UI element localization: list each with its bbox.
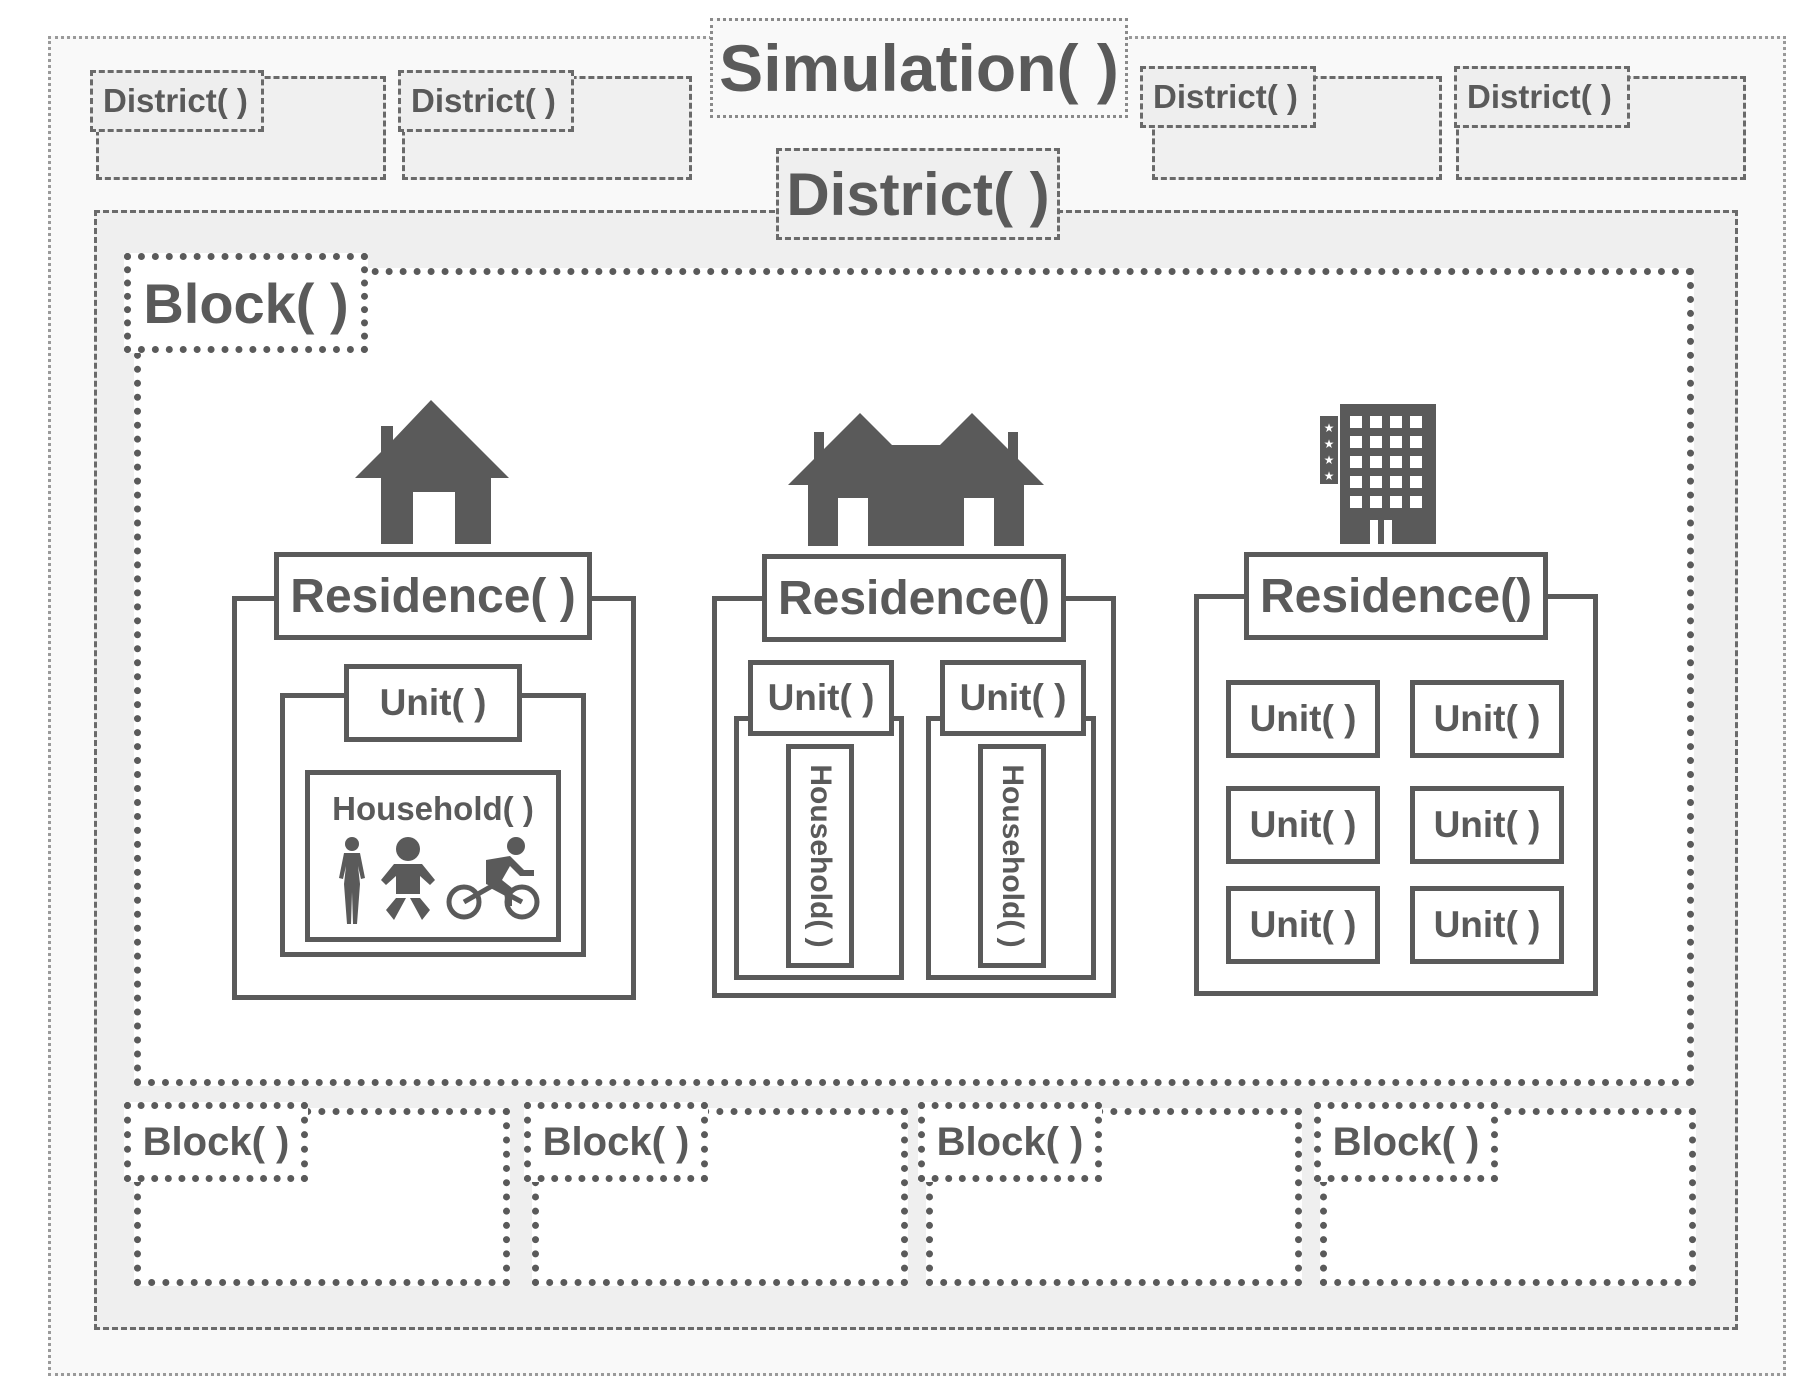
svg-text:★: ★	[1324, 469, 1335, 483]
house-icon	[355, 400, 509, 544]
household-1-label: Household( )	[804, 764, 837, 948]
residence-2-household-1: Household( )	[786, 744, 854, 968]
district-label-1: District( )	[90, 70, 264, 132]
district-label-2: District( )	[398, 70, 574, 132]
residence-3-label: Residence()	[1244, 552, 1548, 640]
residence-3-unit-4: Unit( )	[1410, 786, 1564, 864]
block-label-1: Block( )	[124, 1102, 308, 1182]
household-2-label: Household( )	[996, 764, 1029, 948]
residence-2-unit-1-label: Unit( )	[748, 660, 894, 736]
residence-3-unit-6: Unit( )	[1410, 886, 1564, 964]
hotel-building-icon: ★ ★ ★ ★	[1320, 404, 1436, 544]
simulation-label: Simulation( )	[710, 18, 1128, 118]
svg-text:★: ★	[1324, 453, 1335, 467]
district-label-4: District( )	[1454, 66, 1630, 128]
block-main-label: Block( )	[124, 253, 368, 353]
residence-2-household-2: Household( )	[978, 744, 1046, 968]
block-label-2: Block( )	[524, 1102, 708, 1182]
svg-text:★: ★	[1324, 437, 1335, 451]
cyclist-icon	[446, 837, 540, 920]
residence-2-label: Residence()	[762, 554, 1066, 642]
residence-3-unit-3: Unit( )	[1226, 786, 1380, 864]
residence-3-unit-1: Unit( )	[1226, 680, 1380, 758]
baby-icon	[381, 837, 435, 920]
svg-text:★: ★	[1324, 421, 1335, 435]
residence-3-unit-5: Unit( )	[1226, 886, 1380, 964]
district-main-label: District( )	[776, 148, 1060, 240]
woman-icon	[339, 837, 365, 924]
duplex-house-icon	[788, 413, 1044, 546]
household-label: Household( )	[332, 790, 534, 827]
residence-1-unit-label: Unit( )	[344, 664, 522, 742]
district-label-3: District( )	[1140, 66, 1316, 128]
block-label-4: Block( )	[1314, 1102, 1498, 1182]
residence-1-label: Residence( )	[274, 552, 592, 640]
block-label-3: Block( )	[918, 1102, 1102, 1182]
residence-3-unit-2: Unit( )	[1410, 680, 1564, 758]
residence-2-unit-2-label: Unit( )	[940, 660, 1086, 736]
